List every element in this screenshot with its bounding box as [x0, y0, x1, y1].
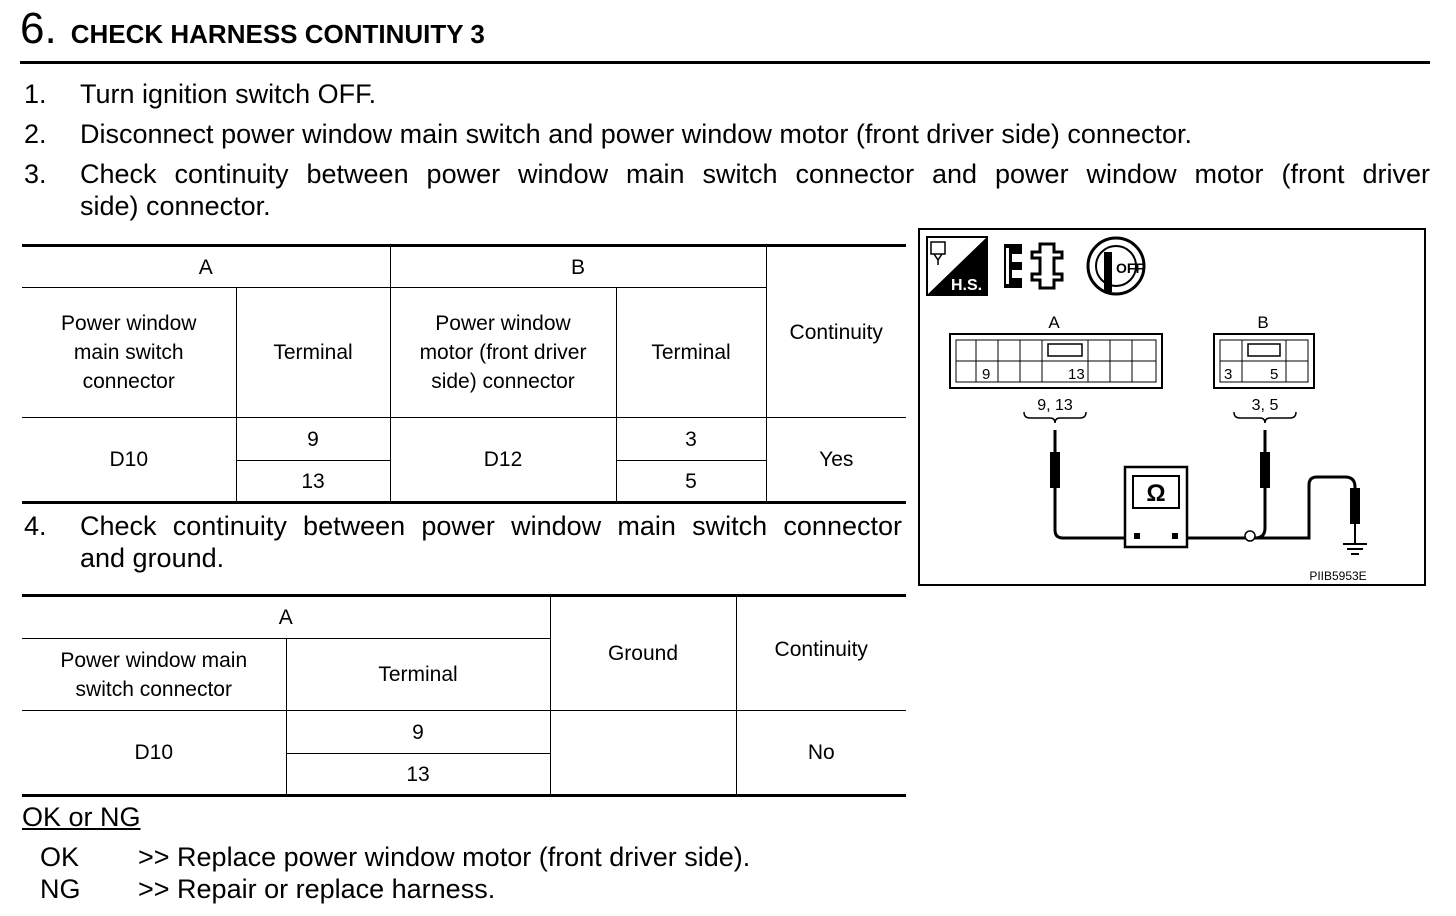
step-text-line1: Check continuity between power window ma…	[80, 159, 1430, 189]
connector-b-label: B	[1257, 313, 1268, 332]
connector-b: 3 5	[1213, 333, 1315, 389]
header-ground: Ground	[549, 595, 737, 711]
connector-disconnect-icon	[1004, 242, 1064, 290]
probe-a	[1050, 452, 1060, 488]
connector-b-pin: 5	[1270, 366, 1278, 383]
step-2: 2. Disconnect power window main switch a…	[24, 118, 1430, 150]
header-continuity: Continuity	[735, 595, 906, 711]
cell-a-connector: D10	[22, 710, 287, 796]
cell-a-connector: D10	[22, 417, 237, 503]
header-a-connector: Power window main switch connector	[22, 287, 237, 418]
cell-continuity: No	[735, 710, 906, 796]
group-header-a: A	[22, 245, 391, 288]
ignition-off-icon: OFF	[1086, 236, 1146, 296]
heading-rule	[20, 61, 1430, 64]
figure-id: PIIB5953E	[1309, 569, 1366, 583]
ok-result: >> Replace power window motor (front dri…	[138, 842, 751, 872]
connector-b-pin: 3	[1224, 366, 1232, 383]
step-4: 4. Check continuity between power window…	[24, 510, 902, 574]
header-a-terminal: Terminal	[285, 638, 550, 711]
ok-ng-title: OK or NG	[22, 802, 141, 832]
ng-label: NG	[40, 874, 81, 904]
cell-a-terminal: 13	[236, 460, 391, 503]
off-label: OFF	[1116, 260, 1144, 276]
hs-label: H.S.	[951, 277, 982, 294]
cell-a-terminal: 13	[286, 753, 550, 796]
connector-a-pin: 9	[982, 366, 990, 383]
header-a-connector: Power window main switch connector	[22, 638, 287, 711]
step-1: 1. Turn ignition switch OFF.	[24, 78, 1430, 110]
step-text-line2: and ground.	[80, 543, 225, 573]
section-heading: 6. CHECK HARNESS CONTINUITY 3	[20, 4, 485, 56]
continuity-table-a-b: A B Continuity Power window main switch …	[22, 244, 906, 504]
step-text: Turn ignition switch OFF.	[80, 79, 377, 109]
ng-result: >> Repair or replace harness.	[138, 874, 496, 904]
step-number: 2.	[24, 119, 47, 149]
group-header-b: B	[389, 245, 767, 288]
cell-b-terminal: 3	[615, 417, 767, 461]
heading-title: CHECK HARNESS CONTINUITY 3	[70, 19, 485, 49]
harness-side-icon: H.S.	[926, 236, 988, 296]
ground-symbol	[1343, 524, 1367, 555]
group-header-a: A	[22, 595, 551, 639]
ok-label: OK	[40, 842, 80, 872]
continuity-table-ground: A Ground Continuity Power window main sw…	[22, 594, 906, 797]
cell-a-terminal: 9	[235, 417, 391, 461]
cell-a-terminal: 9	[285, 710, 551, 754]
step-number: 4.	[24, 511, 47, 541]
ohm-icon: Ω	[1146, 480, 1165, 507]
step-text-line2: side) connector.	[80, 191, 271, 221]
step-text-line1: Check continuity between power window ma…	[80, 511, 902, 541]
header-continuity: Continuity	[765, 245, 906, 418]
ohmmeter: Ω	[1123, 465, 1189, 549]
step-number: 1.	[24, 79, 47, 109]
probe-a-label: 9, 13	[1037, 397, 1073, 414]
heading-number: 6.	[20, 4, 57, 53]
test-leads	[1053, 430, 1357, 540]
step-number: 3.	[24, 159, 47, 189]
cell-ground	[549, 710, 737, 796]
cell-continuity: Yes	[765, 417, 906, 503]
connector-a-pin: 13	[1068, 366, 1085, 383]
header-a-terminal: Terminal	[235, 287, 391, 418]
connector-a-label: A	[1048, 313, 1060, 332]
step-3: 3. Check continuity between power window…	[24, 158, 1430, 222]
probe-ground	[1350, 488, 1360, 524]
cell-b-connector: D12	[389, 417, 617, 503]
header-b-connector: Power window motor (front driver side) c…	[389, 287, 617, 418]
probe-b-label: 3, 5	[1252, 397, 1279, 414]
connector-a: 9 13	[949, 333, 1163, 389]
header-b-terminal: Terminal	[615, 287, 766, 418]
probe-b	[1260, 452, 1270, 488]
connector-diagram: H.S. OFF A 9	[918, 228, 1426, 586]
step-text: Disconnect power window main switch and …	[80, 119, 1192, 149]
cell-b-terminal: 5	[615, 460, 766, 503]
